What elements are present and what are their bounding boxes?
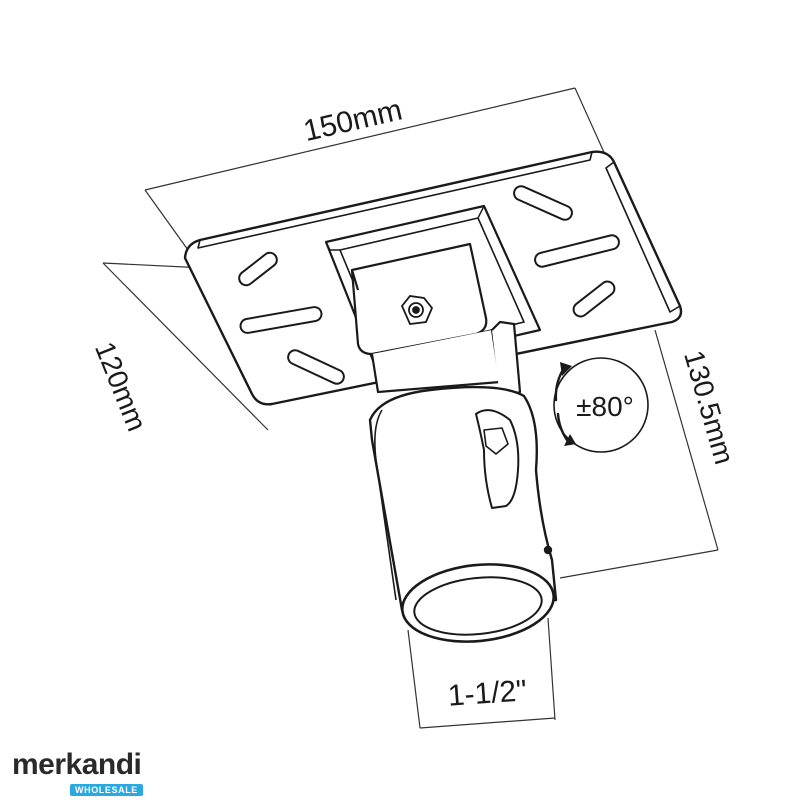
logo-tagline-badge: WHOLESALE xyxy=(70,784,143,796)
rotation-arrow-icon xyxy=(554,362,576,446)
slot-mid-right xyxy=(534,234,620,268)
dimension-height-label: 130.5mm xyxy=(678,347,740,468)
dimension-pipe-label: 1-1/2" xyxy=(447,674,528,712)
dimension-depth xyxy=(102,262,269,431)
rotation-indicator xyxy=(553,357,649,453)
slot-bottom-left xyxy=(287,349,345,385)
plate-slots xyxy=(238,185,620,385)
slot-bottom-right xyxy=(572,280,616,318)
logo-name: merkandi xyxy=(12,748,142,781)
dimension-depth-label: 120mm xyxy=(89,337,153,435)
dimension-width-label: 150mm xyxy=(300,93,405,148)
merkandi-logo: merkandi WHOLESALE xyxy=(10,740,210,800)
slot-mid-left xyxy=(239,306,323,334)
rotation-label: ±80° xyxy=(576,391,634,422)
bolt-icon xyxy=(400,295,434,325)
pipe-socket xyxy=(368,385,558,612)
slot-top-left xyxy=(238,251,278,287)
dimension-pipe xyxy=(407,617,556,729)
mount-neck xyxy=(370,320,522,400)
slot-top-right xyxy=(513,185,573,221)
dimension-height xyxy=(559,329,719,579)
pipe-opening xyxy=(401,563,555,643)
